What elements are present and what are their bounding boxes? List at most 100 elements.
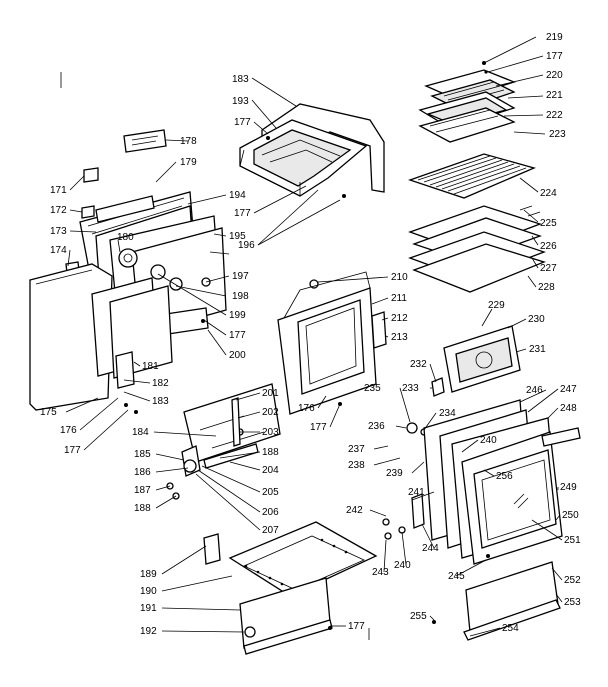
- part-label-254: 254: [502, 623, 519, 634]
- part-label-240-b: 240: [394, 560, 411, 571]
- part-label-185: 185: [134, 449, 151, 460]
- part-label-191: 191: [140, 603, 157, 614]
- part-label-188-a: 188: [262, 447, 279, 458]
- part-label-183-a: 183: [232, 74, 249, 85]
- part-label-174: 174: [50, 245, 67, 256]
- part-label-200: 200: [229, 350, 246, 361]
- part-label-176-b: 176: [298, 403, 315, 414]
- part-label-201: 201: [262, 388, 279, 399]
- part-label-230: 230: [528, 314, 545, 325]
- part-label-178: 178: [180, 136, 197, 147]
- part-label-202: 202: [262, 407, 279, 418]
- part-label-190: 190: [140, 586, 157, 597]
- part-label-187: 187: [134, 485, 151, 496]
- part-label-220: 220: [546, 70, 563, 81]
- oven-door-assembly: [382, 399, 581, 565]
- part-label-173: 173: [50, 226, 67, 237]
- part-label-242: 242: [346, 505, 363, 516]
- part-label-210: 210: [391, 272, 408, 283]
- part-label-226: 226: [540, 241, 557, 252]
- part-label-247: 247: [560, 384, 577, 395]
- part-label-248: 248: [560, 403, 577, 414]
- part-label-198: 198: [232, 291, 249, 302]
- part-label-176-a: 176: [60, 425, 77, 436]
- part-label-238: 238: [348, 460, 365, 471]
- part-label-222: 222: [546, 110, 563, 121]
- part-label-245: 245: [448, 571, 465, 582]
- part-label-177-f: 177: [310, 422, 327, 433]
- part-label-228: 228: [538, 282, 555, 293]
- part-label-206: 206: [262, 507, 279, 518]
- part-label-240-a: 240: [480, 435, 497, 446]
- part-label-243: 243: [372, 567, 389, 578]
- part-label-192: 192: [140, 626, 157, 637]
- misc-marks: [60, 61, 490, 640]
- part-label-241: 241: [408, 487, 425, 498]
- part-label-194: 194: [229, 190, 246, 201]
- part-label-235: 235: [364, 383, 381, 394]
- part-label-205: 205: [262, 487, 279, 498]
- kick-panel: [463, 561, 561, 641]
- part-label-256: 256: [496, 471, 513, 482]
- part-label-221: 221: [546, 90, 563, 101]
- part-label-177-c: 177: [234, 208, 251, 219]
- part-label-255: 255: [410, 611, 427, 622]
- part-label-234: 234: [439, 408, 456, 419]
- part-label-193: 193: [232, 96, 249, 107]
- part-label-172: 172: [50, 205, 67, 216]
- valve-and-bracket-parts: [166, 383, 281, 500]
- part-label-204: 204: [262, 465, 279, 476]
- part-label-203: 203: [262, 427, 279, 438]
- part-label-207: 207: [262, 525, 279, 536]
- part-label-236: 236: [368, 421, 385, 432]
- part-label-177-g: 177: [348, 621, 365, 632]
- part-label-182: 182: [152, 378, 169, 389]
- part-label-188-b: 188: [134, 503, 151, 514]
- part-number-labels: 219 177 220 221 222 223 224 225 226 227 …: [40, 32, 581, 637]
- part-label-251: 251: [564, 535, 581, 546]
- bottom-panel: [203, 521, 378, 655]
- part-label-232: 232: [410, 359, 427, 370]
- part-label-231: 231: [529, 344, 546, 355]
- part-label-195: 195: [229, 231, 246, 242]
- part-label-196: 196: [238, 240, 255, 251]
- cooktop-top-frame: [239, 103, 385, 197]
- part-label-211: 211: [391, 293, 407, 304]
- part-label-213: 213: [391, 332, 408, 343]
- part-label-229: 229: [488, 300, 505, 311]
- part-label-181: 181: [142, 361, 159, 372]
- part-label-177-b: 177: [234, 117, 251, 128]
- part-label-233: 233: [402, 383, 419, 394]
- part-label-179: 179: [180, 157, 197, 168]
- part-label-177-e: 177: [64, 445, 81, 456]
- rack-and-broiler-stack: [407, 69, 546, 293]
- part-label-199: 199: [229, 310, 246, 321]
- control-panel-assembly: [29, 129, 227, 411]
- part-label-237: 237: [348, 444, 365, 455]
- part-label-189: 189: [140, 569, 157, 580]
- part-label-225: 225: [540, 218, 557, 229]
- part-label-171: 171: [50, 185, 67, 196]
- part-label-175: 175: [40, 407, 57, 418]
- part-label-246: 246: [526, 385, 543, 396]
- part-label-249: 249: [560, 482, 577, 493]
- part-label-186: 186: [134, 467, 151, 478]
- part-label-197: 197: [232, 271, 249, 282]
- part-label-223: 223: [549, 129, 566, 140]
- part-label-219: 219: [546, 32, 563, 43]
- part-label-239: 239: [386, 468, 403, 479]
- part-label-227: 227: [540, 263, 557, 274]
- part-label-253: 253: [564, 597, 581, 608]
- part-label-177-a: 177: [546, 51, 563, 62]
- leader-lines: [65, 36, 563, 637]
- part-label-252: 252: [564, 575, 581, 586]
- part-label-177-d: 177: [229, 330, 246, 341]
- part-label-180: 180: [117, 232, 134, 243]
- door-inner-frame: [277, 271, 387, 415]
- part-label-244: 244: [422, 543, 439, 554]
- part-label-212: 212: [391, 313, 408, 324]
- part-label-224: 224: [540, 188, 557, 199]
- part-label-183-b: 183: [152, 396, 169, 407]
- part-label-250: 250: [562, 510, 579, 521]
